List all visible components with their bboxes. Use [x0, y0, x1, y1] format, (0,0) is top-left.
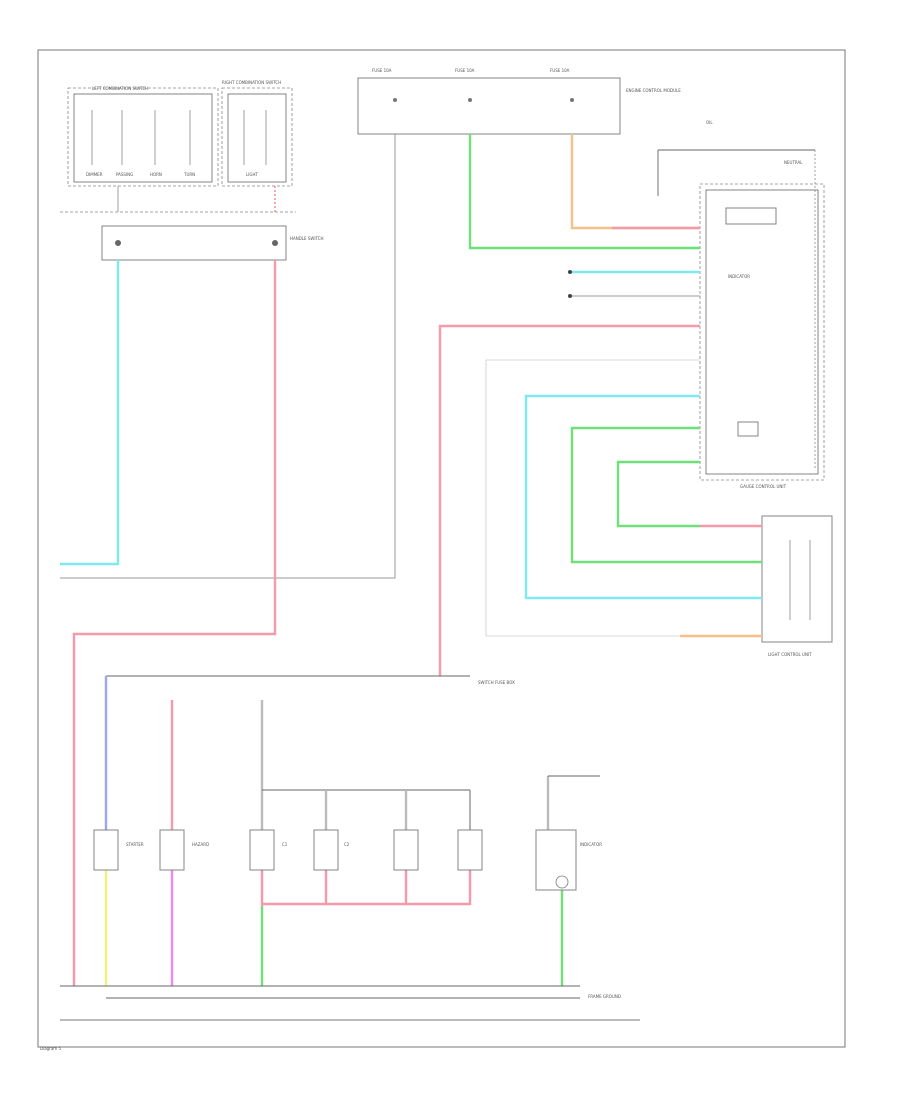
- svg-text:DIMMER: DIMMER: [86, 172, 103, 177]
- svg-text:STARTER: STARTER: [126, 842, 144, 847]
- wire-thin-gray: [485, 359, 762, 637]
- switch-group-bottom: STARTER HAZARD C1 C2 INDICATOR: [93, 676, 602, 986]
- handle-switch-connector: HANDLE SWITCH: [101, 225, 324, 261]
- svg-text:C1: C1: [282, 842, 288, 847]
- wire-pink-main: [72, 260, 277, 986]
- svg-text:INDICATOR: INDICATOR: [580, 842, 602, 847]
- svg-text:FRAME GROUND: FRAME GROUND: [588, 994, 621, 999]
- left-combination-switch: LEFT COMBINATION SWITCH DIMMER PASSING H…: [67, 86, 219, 187]
- svg-text:RIGHT COMBINATION SWITCH: RIGHT COMBINATION SWITCH: [222, 80, 281, 85]
- wire-pink-junction: [438, 324, 700, 676]
- wire-gray-ecm: [60, 134, 396, 579]
- svg-text:C2: C2: [344, 842, 350, 847]
- right-combination-switch: RIGHT COMBINATION SWITCH LIGHT: [221, 80, 293, 187]
- wire-orange-ecm: [570, 134, 700, 230]
- svg-text:HAZARD: HAZARD: [192, 842, 209, 847]
- svg-text:LIGHT: LIGHT: [246, 172, 259, 177]
- wire-green-ecm: [468, 134, 700, 250]
- svg-text:FUSE 10A: FUSE 10A: [550, 68, 570, 73]
- svg-text:HANDLE SWITCH: HANDLE SWITCH: [290, 236, 324, 241]
- wire-cyan-left: [60, 260, 120, 566]
- light-control-unit: LIGHT CONTROL UNIT: [761, 515, 833, 657]
- svg-text:HORN: HORN: [150, 172, 162, 177]
- svg-text:GAUGE CONTROL UNIT: GAUGE CONTROL UNIT: [740, 484, 787, 489]
- wire-green-light: [570, 426, 762, 564]
- bus-bottom: [60, 985, 580, 999]
- engine-control-module: FUSE 10A FUSE 10A FUSE 10A ENGINE CONTRO…: [357, 68, 681, 135]
- svg-text:LEFT COMBINATION SWITCH: LEFT COMBINATION SWITCH: [92, 86, 148, 91]
- svg-text:PASSING: PASSING: [116, 172, 133, 177]
- svg-text:LIGHT CONTROL UNIT: LIGHT CONTROL UNIT: [768, 652, 812, 657]
- page-label: Diagram 5: [40, 1046, 61, 1051]
- svg-text:ENGINE CONTROL MODULE: ENGINE CONTROL MODULE: [626, 88, 681, 93]
- svg-text:NEUTRAL: NEUTRAL: [784, 160, 803, 165]
- wire-green-pink: [616, 460, 700, 528]
- svg-text:FUSE 10A: FUSE 10A: [455, 68, 475, 73]
- svg-text:TURN: TURN: [183, 172, 195, 177]
- svg-text:OIL: OIL: [706, 120, 713, 125]
- diagram-frame: [37, 49, 846, 1048]
- svg-text:INDICATOR: INDICATOR: [728, 274, 750, 279]
- wire-cyan-light: [524, 394, 762, 600]
- svg-text:SWITCH FUSE BOX: SWITCH FUSE BOX: [478, 680, 515, 685]
- svg-text:FUSE 10A: FUSE 10A: [372, 68, 392, 73]
- gauge-control-unit: GAUGE CONTROL UNIT INDICATOR: [699, 183, 825, 489]
